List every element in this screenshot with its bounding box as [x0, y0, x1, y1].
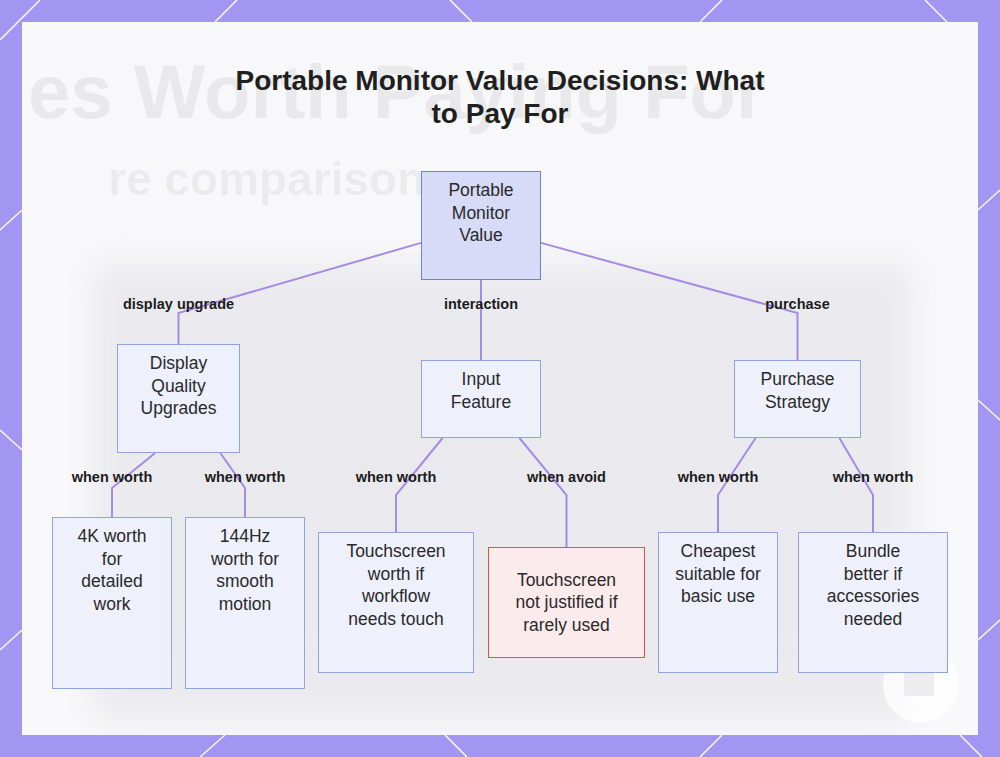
connector-line: [179, 243, 422, 344]
decision-box: Display Quality Upgrades: [117, 344, 240, 453]
connector-line: [480, 280, 482, 360]
edge-label: interaction: [444, 296, 518, 312]
node-text: Purchase Strategy: [748, 368, 848, 413]
connector-line: [112, 453, 155, 517]
decision-box: Bundle better if accessories needed: [798, 532, 948, 673]
node-text: Input Feature: [439, 368, 524, 413]
decision-box: Input Feature: [421, 360, 541, 438]
node-text: Bundle better if accessories needed: [823, 540, 923, 630]
node-text: Touchscreen worth if workflow needs touc…: [336, 540, 456, 630]
node-text: 4K worth for detailed work: [70, 525, 155, 615]
connector-line: [718, 438, 756, 532]
node-text: Touchscreen not justified if rarely used: [511, 569, 623, 637]
edge-label: when worth: [678, 469, 759, 485]
connector-line: [541, 243, 798, 360]
decision-box: Touchscreen worth if workflow needs touc…: [318, 532, 474, 673]
diagram-title: Portable Monitor Value Decisions: What t…: [230, 64, 770, 130]
node-text: Display Quality Upgrades: [129, 352, 229, 420]
edge-label: purchase: [765, 296, 829, 312]
root-box: Portable Monitor Value: [421, 171, 541, 280]
decision-box: 144Hz worth for smooth motion: [185, 517, 305, 689]
edge-label: when worth: [356, 469, 437, 485]
decision-box: Purchase Strategy: [734, 360, 861, 438]
edge-label: display upgrade: [123, 296, 234, 312]
connector-line: [220, 453, 245, 517]
watermark-text: re comparison: [108, 152, 425, 206]
node-text: 144Hz worth for smooth motion: [203, 525, 288, 615]
node-text: Portable Monitor Value: [431, 179, 531, 247]
connector-line: [839, 438, 873, 532]
edge-label: when worth: [833, 469, 914, 485]
node-text: Cheapest suitable for basic use: [673, 540, 763, 608]
avoid-box: Touchscreen not justified if rarely used: [488, 547, 645, 658]
edge-label: when avoid: [527, 469, 606, 485]
connector-line: [519, 438, 566, 547]
edge-label: when worth: [72, 469, 153, 485]
decision-box: Cheapest suitable for basic use: [658, 532, 778, 673]
edge-label: when worth: [205, 469, 286, 485]
connector-line: [396, 438, 443, 532]
decision-box: 4K worth for detailed work: [52, 517, 172, 689]
